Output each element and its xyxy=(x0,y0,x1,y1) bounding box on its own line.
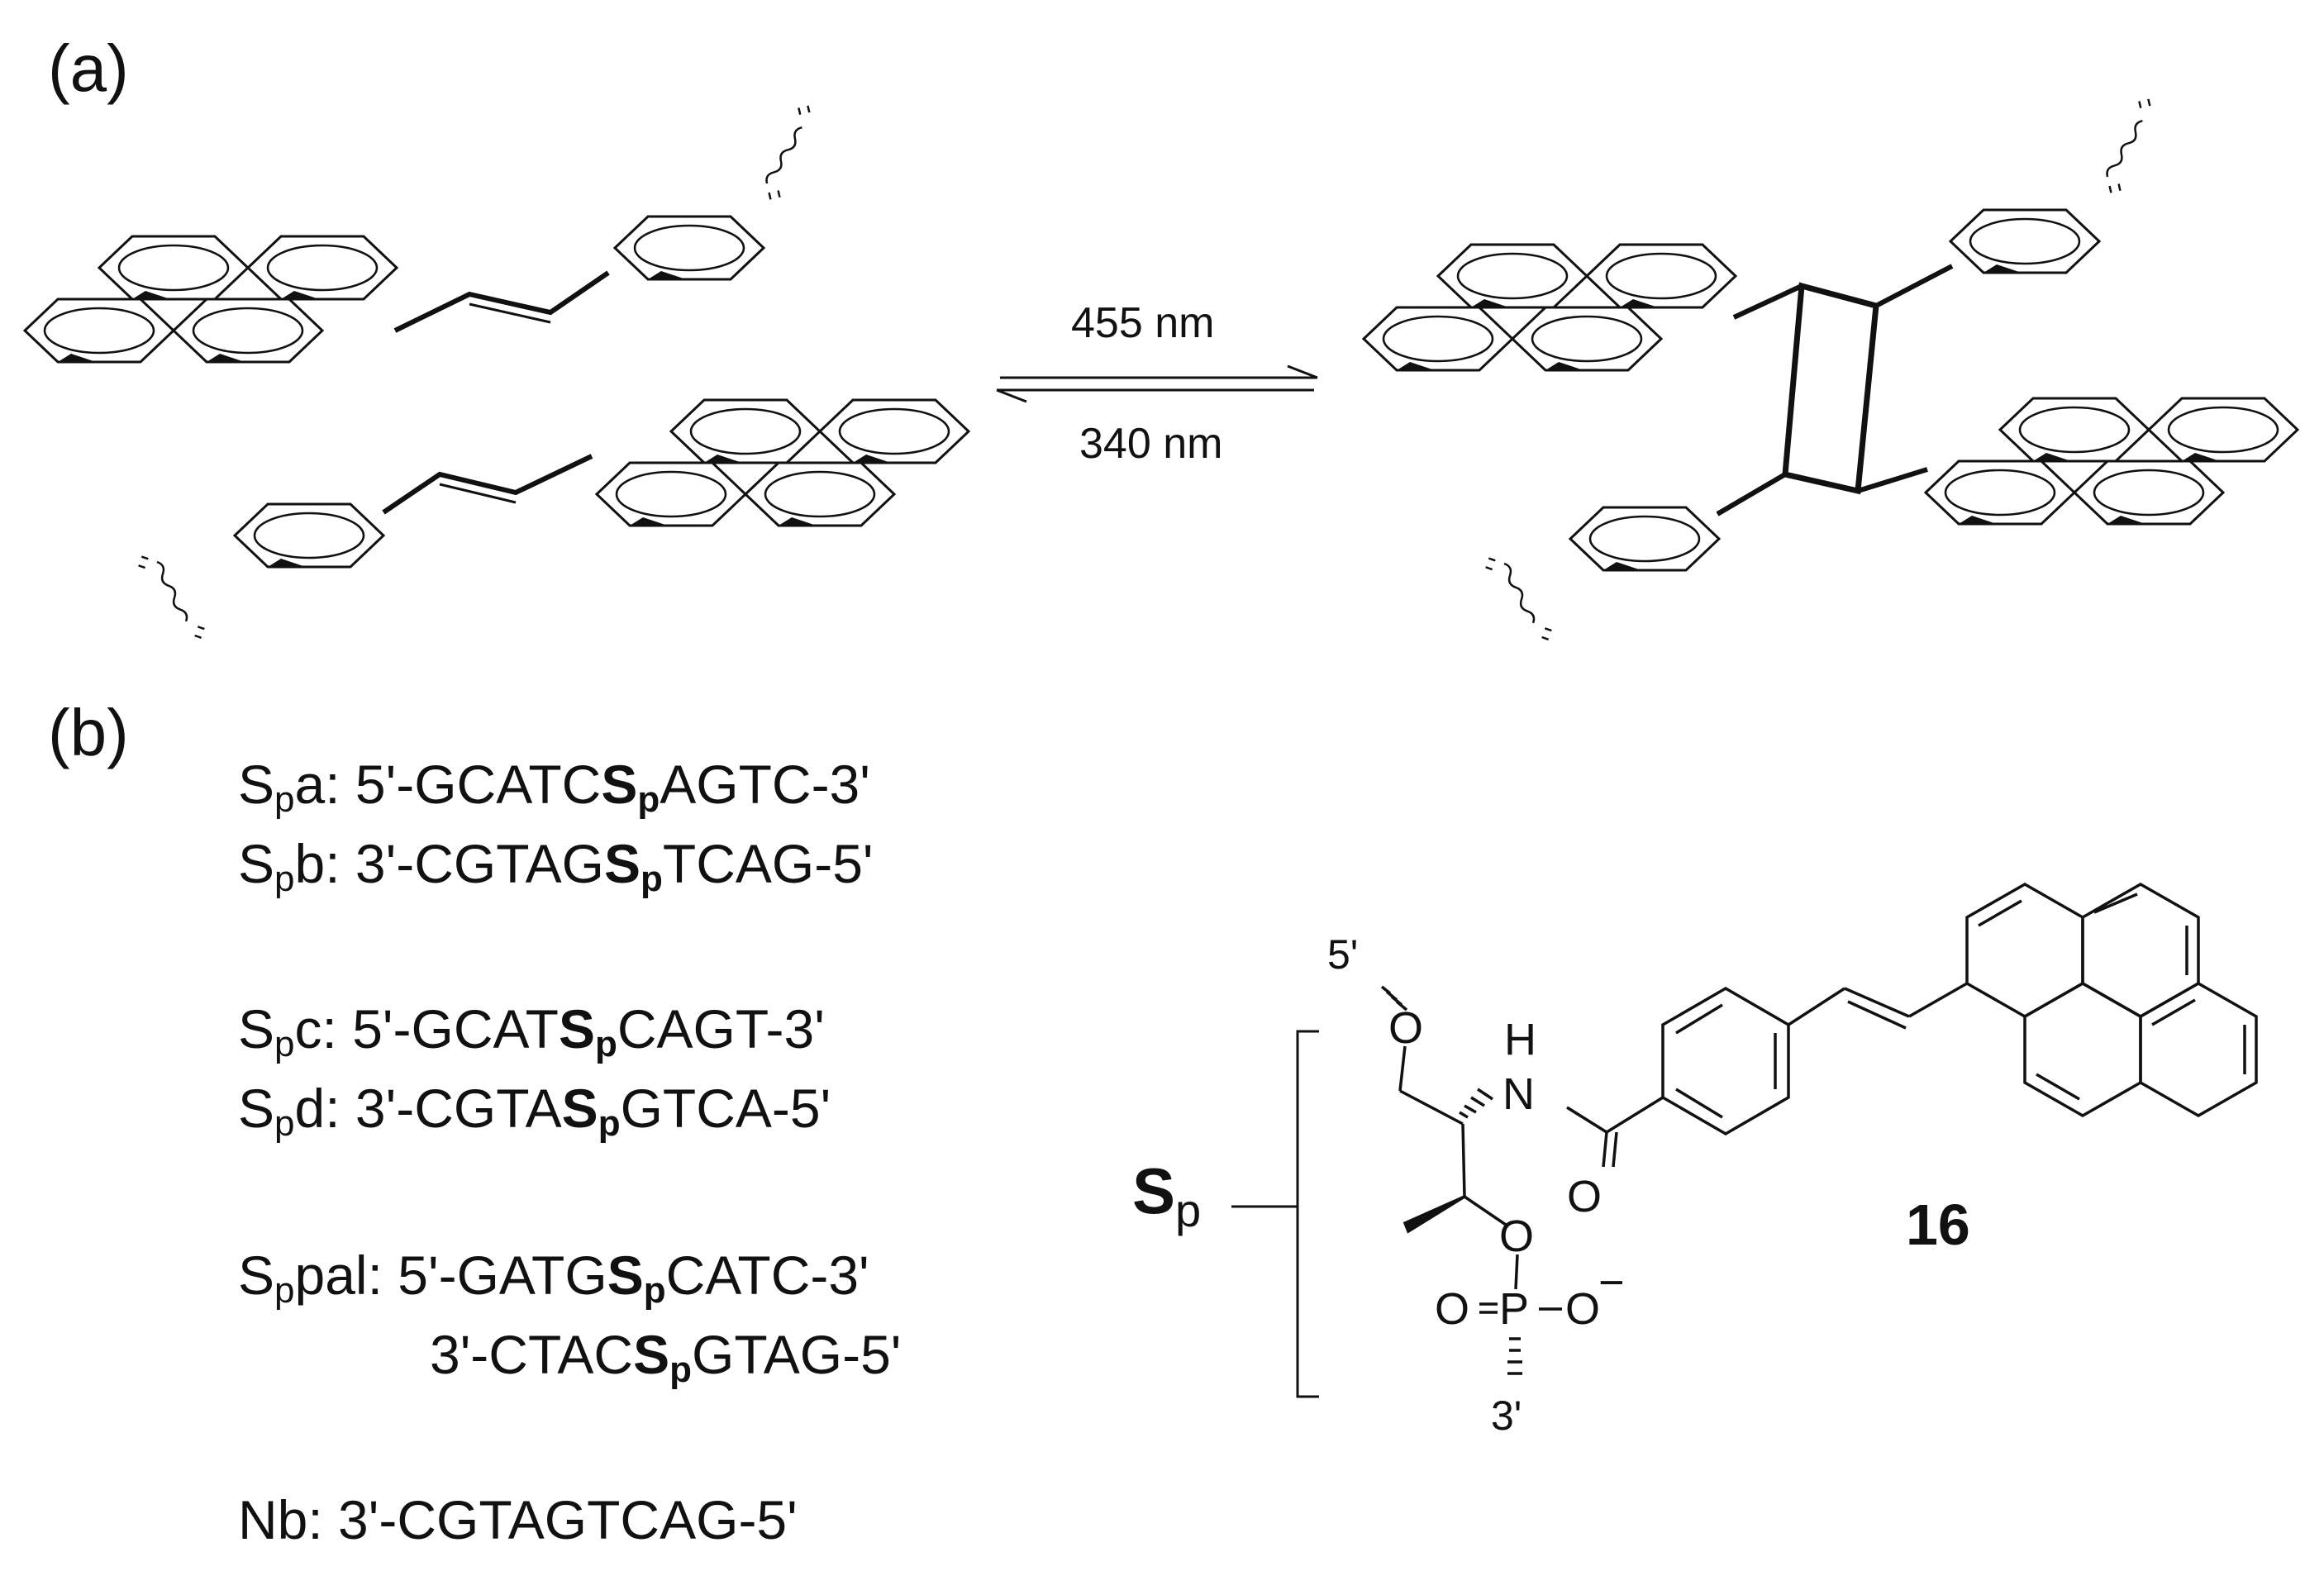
five-prime-label: 5' xyxy=(1327,931,1358,978)
sequence-sppal-top: Sppal: 5'-GATGSpCATC-3' xyxy=(238,1245,869,1311)
cyclobutane-dimer xyxy=(1364,94,2298,652)
compound-number-label: 16 xyxy=(1906,1192,1970,1257)
negative-charge-label: − xyxy=(1598,1258,1625,1307)
amide-nitrogen-label: N xyxy=(1503,1069,1535,1119)
compound-16-structure xyxy=(1380,882,2258,1375)
sequence-spd: Spd: 3'-CGTASpGTCA-5' xyxy=(238,1078,831,1144)
phosphorus-label: P xyxy=(1499,1284,1529,1334)
sequence-list: Spa: 5'-GCATCSpAGTC-3' Spb: 3'-CGTAGSpTC… xyxy=(238,754,901,1550)
anionic-oxygen-label: O xyxy=(1565,1284,1600,1334)
sequence-nb: Nb: 3'-CGTAGTCAG-5' xyxy=(238,1489,798,1550)
panel-a-label: (a) xyxy=(48,31,129,105)
sequence-spc: Spc: 5'-GCATSpCAGT-3' xyxy=(238,998,825,1064)
sequence-sppal-bottom: 3'-CTACSpGTAG-5' xyxy=(430,1324,901,1390)
carbonyl-oxygen-label: O xyxy=(1567,1172,1602,1221)
three-prime-label: 3' xyxy=(1491,1392,1522,1439)
panel-b-label: (b) xyxy=(48,696,129,769)
left-styrylpyrene-top xyxy=(25,101,831,362)
sequence-spa: Spa: 5'-GCATCSpAGTC-3' xyxy=(238,754,870,820)
equilibrium-arrows xyxy=(996,364,1318,403)
forward-wavelength-label: 455 nm xyxy=(1071,299,1214,347)
left-styrylpyrene-bottom xyxy=(134,400,969,650)
ester-oxygen-label: O xyxy=(1499,1212,1534,1261)
sp-bracket-label: Sp xyxy=(1132,1154,1201,1236)
sp-bracket xyxy=(1231,1030,1319,1398)
sequence-spb: Spb: 3'-CGTAGSpTCAG-5' xyxy=(238,833,874,899)
amide-hydrogen-label: H xyxy=(1504,1015,1536,1064)
oxygen-5prime-label: O xyxy=(1388,1003,1423,1053)
phosphoryl-oxygen-label: O xyxy=(1435,1284,1469,1334)
reverse-wavelength-label: 340 nm xyxy=(1079,420,1222,468)
